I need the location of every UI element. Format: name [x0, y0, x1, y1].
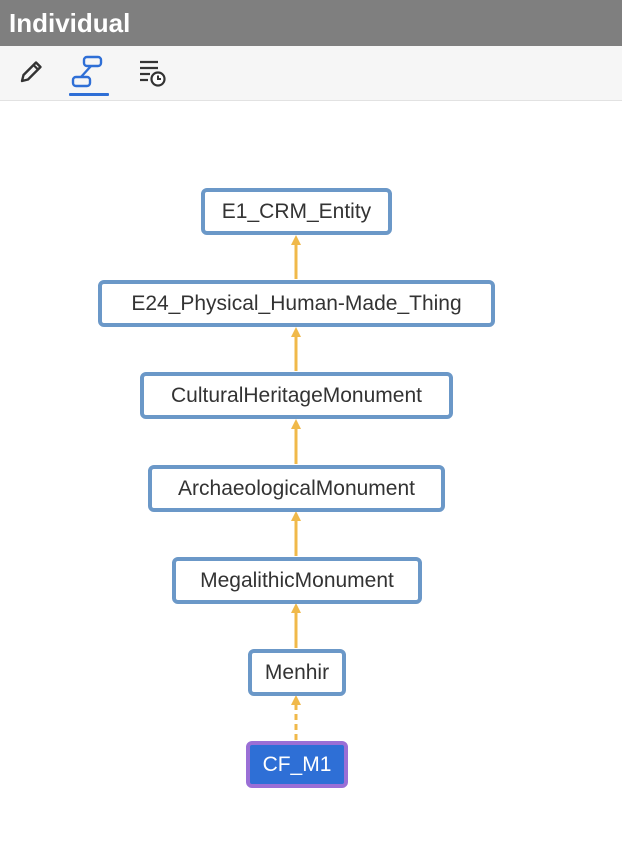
node-e24-physical-human-made-thing[interactable]: E24_Physical_Human-Made_Thing [98, 280, 495, 327]
node-archaeological-monument[interactable]: ArchaeologicalMonument [148, 465, 445, 512]
edit-icon [20, 61, 42, 83]
node-individual-cf-m1[interactable]: CF_M1 [246, 741, 348, 788]
node-megalithic-monument[interactable]: MegalithicMonument [172, 557, 422, 604]
hierarchy-tool-button[interactable] [67, 52, 111, 96]
history-tool-button[interactable] [131, 52, 175, 92]
hierarchy-graph-icon [71, 55, 103, 88]
edit-tool-button[interactable] [9, 52, 53, 92]
node-cultural-heritage-monument[interactable]: CulturalHeritageMonument [140, 372, 453, 419]
history-list-icon [140, 60, 166, 87]
toolbar [0, 46, 622, 101]
panel-title: Individual [0, 0, 622, 46]
node-menhir[interactable]: Menhir [248, 649, 346, 696]
node-e1-crm-entity[interactable]: E1_CRM_Entity [201, 188, 392, 235]
